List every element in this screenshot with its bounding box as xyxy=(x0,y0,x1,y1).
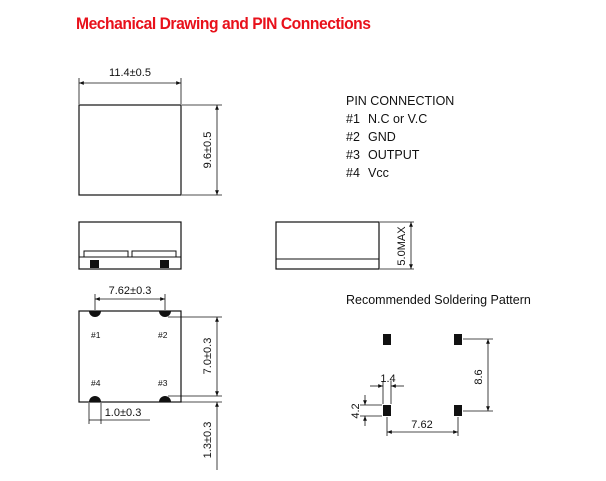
pin-4-number: #4 xyxy=(346,166,360,180)
solder-vertical-label: 8.6 xyxy=(473,369,485,384)
pin-3-name: OUTPUT xyxy=(368,148,420,162)
pin-connection-heading: PIN CONNECTION xyxy=(346,94,454,108)
bottom-pad-4 xyxy=(89,396,101,402)
side-height-label: 5.0MAX xyxy=(396,226,408,266)
bottom-pad-2 xyxy=(159,311,171,317)
top-view: 11.4±0.5 9.6±0.5 xyxy=(78,67,222,196)
solder-pad-bottom-right xyxy=(454,405,462,416)
bottom-view: #1 #2 #3 #4 7.62±0.3 7.0±0.3 1.0±0.3 1.3… xyxy=(78,285,222,470)
pin-4-name: Vcc xyxy=(368,166,389,180)
side-view: 5.0MAX xyxy=(275,221,414,270)
top-width-label: 11.4±0.5 xyxy=(109,67,151,79)
solder-pad-top-left xyxy=(383,334,391,345)
solder-pad-height-label: 4.2 xyxy=(350,403,362,418)
bottom-vertical-spacing-label: 7.0±0.3 xyxy=(202,338,214,375)
front-pad-left xyxy=(90,260,99,268)
pin-connection-list: PIN CONNECTION #1 N.C or V.C #2 GND #3 O… xyxy=(346,94,454,180)
front-pad-right xyxy=(160,260,169,268)
bottom-pin-spacing-label: 7.62±0.3 xyxy=(109,285,152,297)
bottom-pad-3 xyxy=(159,396,171,402)
bottom-pad-height-label: 1.3±0.3 xyxy=(202,422,214,459)
bottom-pad-1 xyxy=(89,311,101,317)
pin-2-number: #2 xyxy=(346,130,360,144)
pin-3-number: #3 xyxy=(346,148,360,162)
top-view-body xyxy=(78,104,182,196)
front-view xyxy=(78,221,182,270)
pin-1-name: N.C or V.C xyxy=(368,112,427,126)
bottom-pin-label-1: #1 xyxy=(91,330,101,340)
solder-pad-bottom-left xyxy=(383,405,391,416)
side-view-body xyxy=(275,221,380,270)
bottom-pin-label-2: #2 xyxy=(158,330,168,340)
pin-1-number: #1 xyxy=(346,112,360,126)
bottom-pin-label-4: #4 xyxy=(91,378,101,388)
top-height-label: 9.6±0.5 xyxy=(202,132,214,169)
solder-pad-width-label: 1.4 xyxy=(380,373,395,385)
bottom-pad-width-label: 1.0±0.3 xyxy=(105,407,142,419)
pin-2-name: GND xyxy=(368,130,396,144)
soldering-pattern: Recommended Soldering Pattern 1.4 4.2 7.… xyxy=(346,293,531,436)
page-title: Mechanical Drawing and PIN Connections xyxy=(76,14,371,33)
soldering-heading: Recommended Soldering Pattern xyxy=(346,293,531,307)
bottom-view-body xyxy=(78,310,182,403)
bottom-pin-label-3: #3 xyxy=(158,378,168,388)
solder-pad-top-right xyxy=(454,334,462,345)
solder-horizontal-label: 7.62 xyxy=(411,419,432,431)
